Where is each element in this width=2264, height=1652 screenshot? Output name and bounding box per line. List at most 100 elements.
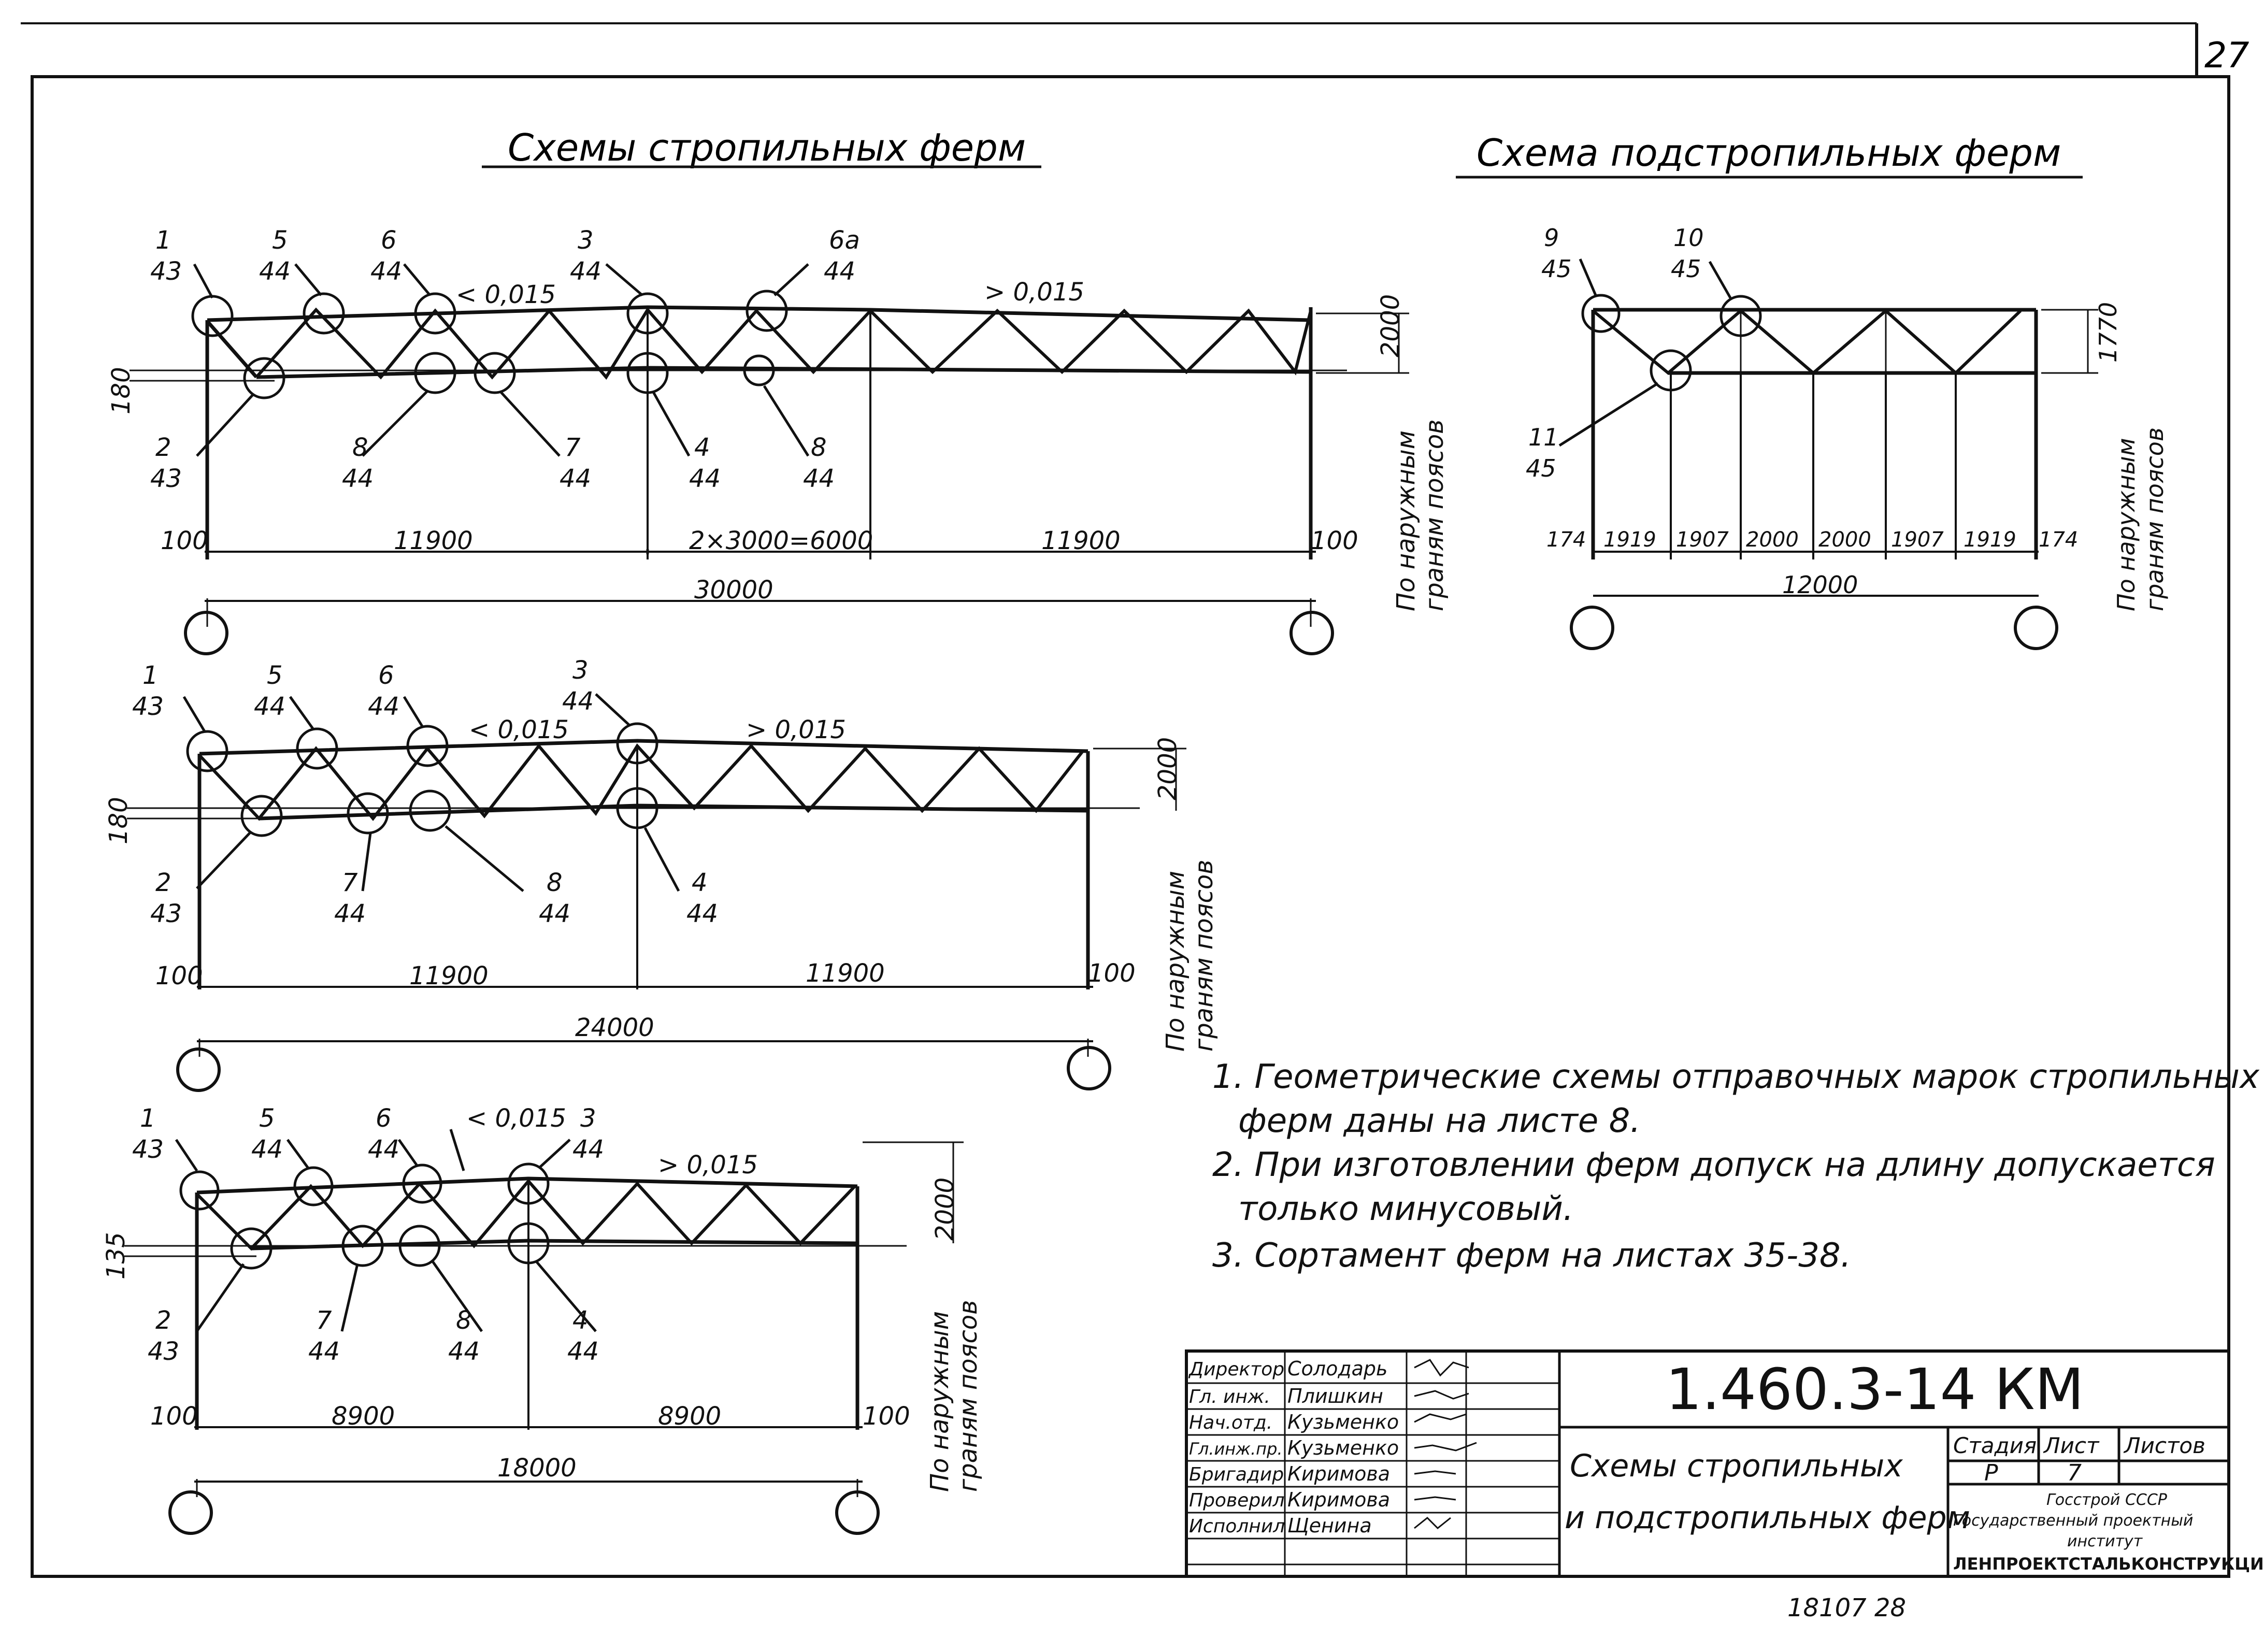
- svg-text:Киримова: Киримова: [1287, 1462, 1390, 1485]
- sheet-frame: [21, 22, 2230, 1578]
- svg-text:8: 8: [456, 1306, 472, 1335]
- svg-text:18000: 18000: [497, 1454, 577, 1483]
- subrafter-title: Схема подстропильных ферм: [1477, 131, 2061, 175]
- sheet-title-line-2: и подстропильных ферм: [1565, 1500, 1970, 1536]
- svg-text:11900: 11900: [409, 961, 489, 990]
- svg-text:5: 5: [259, 1104, 275, 1133]
- truss-12000: [1591, 308, 2038, 559]
- svg-text:институт: институт: [2067, 1532, 2143, 1550]
- svg-text:100: 100: [150, 1402, 198, 1431]
- svg-text:180: 180: [104, 797, 133, 844]
- svg-text:44: 44: [370, 257, 402, 286]
- title-block: [1185, 1349, 2230, 1578]
- svg-text:> 0,015: > 0,015: [658, 1151, 758, 1180]
- svg-text:По наружным: По наружным: [925, 1311, 954, 1492]
- svg-text:2000: 2000: [1376, 294, 1405, 357]
- svg-text:8900: 8900: [658, 1402, 721, 1431]
- svg-text:44: 44: [824, 257, 855, 286]
- svg-text:По наружным: По наружным: [1392, 430, 1421, 611]
- svg-text:44: 44: [368, 692, 399, 721]
- note-1: 1. Геометрические схемы отправочных маро…: [1212, 1058, 2260, 1096]
- svg-text:1907: 1907: [1891, 528, 1944, 552]
- svg-text:< 0,015: < 0,015: [469, 715, 569, 744]
- svg-text:45: 45: [1671, 255, 1701, 283]
- svg-text:6а: 6а: [829, 226, 860, 255]
- general-notes: 1. Геометрические схемы отправочных маро…: [1212, 1058, 2260, 1275]
- truss-24000: [197, 739, 1090, 989]
- svg-text:Солодарь: Солодарь: [1287, 1357, 1387, 1380]
- svg-text:4: 4: [694, 433, 710, 462]
- svg-text:> 0,015: > 0,015: [984, 278, 1084, 307]
- document-code: 1.460.3-14 КМ: [1666, 1356, 2084, 1423]
- truss-12000-labels: 9 45 10 45 11 45 174 1919 1907 2000 2000 19…: [1526, 224, 2169, 611]
- svg-text:Плишкин: Плишкин: [1287, 1385, 1383, 1407]
- svg-text:2000: 2000: [1153, 737, 1182, 800]
- svg-text:По наружным: По наружным: [1161, 871, 1190, 1052]
- svg-text:11900: 11900: [1041, 526, 1121, 555]
- svg-text:174: 174: [2039, 528, 2078, 552]
- svg-text:6: 6: [378, 661, 394, 690]
- note-3: 3. Сортамент ферм на листах 35-38.: [1212, 1237, 1851, 1275]
- svg-text:2×3000=6000: 2×3000=6000: [689, 526, 873, 555]
- title-block-text: Директор Солодарь Гл. инж. Плишкин Нач.о…: [1188, 1356, 2264, 1574]
- archive-number: 18107 28: [1787, 1593, 1906, 1622]
- svg-text:1: 1: [155, 226, 171, 255]
- institute-name: ЛЕНПРОЕКТСТАЛЬКОНСТРУКЦИЯ: [1953, 1554, 2264, 1574]
- svg-text:9: 9: [1544, 224, 1559, 252]
- svg-text:граням поясов: граням поясов: [2141, 427, 2169, 611]
- svg-text:11900: 11900: [806, 959, 885, 988]
- svg-text:граням поясов: граням поясов: [954, 1300, 983, 1492]
- svg-text:5: 5: [267, 661, 283, 690]
- svg-text:1919: 1919: [1964, 528, 2016, 552]
- svg-text:4: 4: [692, 868, 708, 897]
- svg-text:7: 7: [342, 868, 358, 897]
- svg-text:Государственный проектный: Государственный проектный: [1953, 1512, 2193, 1530]
- svg-text:45: 45: [1526, 454, 1556, 482]
- svg-text:100: 100: [161, 526, 208, 555]
- svg-text:44: 44: [686, 899, 718, 928]
- svg-text:10: 10: [1673, 224, 1704, 252]
- svg-text:Бригадир: Бригадир: [1189, 1464, 1284, 1485]
- svg-text:Исполнил: Исполнил: [1189, 1516, 1285, 1537]
- svg-text:44: 44: [308, 1337, 340, 1366]
- svg-text:По наружным: По наружным: [2112, 438, 2140, 611]
- svg-text:1907: 1907: [1676, 528, 1729, 552]
- svg-text:6: 6: [376, 1104, 392, 1133]
- svg-text:44: 44: [560, 464, 591, 493]
- note-2: 2. При изготовлении ферм допуск на длину…: [1212, 1146, 2215, 1184]
- svg-text:2000: 2000: [1746, 528, 1799, 552]
- svg-text:Стадия: Стадия: [1953, 1433, 2037, 1458]
- svg-text:44: 44: [689, 464, 721, 493]
- svg-text:граням поясов: граням поясов: [1420, 420, 1449, 612]
- svg-text:44: 44: [572, 1135, 604, 1164]
- svg-text:100: 100: [1311, 526, 1358, 555]
- svg-text:44: 44: [254, 692, 285, 721]
- svg-text:7: 7: [565, 433, 581, 462]
- truss-18000-details: [124, 1129, 964, 1535]
- svg-text:1770: 1770: [2094, 302, 2122, 363]
- svg-text:1919: 1919: [1603, 528, 1656, 552]
- note-2-cont: только минусовый.: [1238, 1190, 1573, 1228]
- svg-text:Кузьменко: Кузьменко: [1287, 1436, 1399, 1459]
- svg-text:Гл. инж.: Гл. инж.: [1189, 1386, 1270, 1407]
- sheet-value: 7: [2067, 1460, 2082, 1486]
- truss-18000-labels: 143 544 644 344 243 744 844 444 < 0,015 …: [102, 1104, 983, 1492]
- svg-text:2000: 2000: [1818, 528, 1871, 552]
- truss-30000-details: [130, 263, 1409, 655]
- svg-text:2: 2: [155, 1306, 171, 1335]
- svg-text:45: 45: [1541, 255, 1572, 283]
- svg-text:Листов: Листов: [2123, 1433, 2205, 1458]
- svg-text:43: 43: [148, 1337, 179, 1366]
- svg-text:44: 44: [539, 899, 570, 928]
- svg-text:Лист: Лист: [2043, 1433, 2100, 1458]
- svg-text:5: 5: [272, 226, 288, 255]
- svg-text:11: 11: [1528, 423, 1559, 451]
- sheet-title-line-1: Схемы стропильных: [1570, 1448, 1903, 1484]
- truss-18000: [195, 1176, 859, 1430]
- svg-text:44: 44: [251, 1135, 283, 1164]
- svg-text:43: 43: [132, 1135, 164, 1164]
- svg-text:7: 7: [316, 1306, 332, 1335]
- svg-text:Госстрой СССР: Госстрой СССР: [2046, 1491, 2168, 1509]
- rafter-title: Схемы стропильных ферм: [508, 126, 1026, 169]
